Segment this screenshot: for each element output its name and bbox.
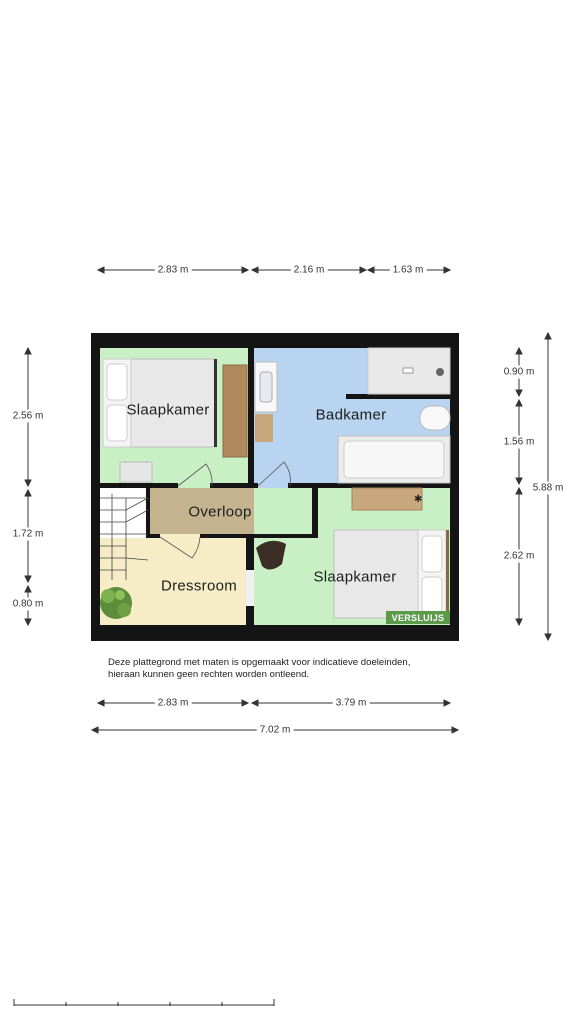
desk	[351, 487, 423, 511]
dim-left-1: 2.56 m	[12, 409, 44, 423]
bed-2	[333, 529, 449, 619]
room-label-dressing-room: Dressroom	[160, 577, 238, 595]
svg-text:✱: ✱	[414, 494, 422, 505]
room-label-bathroom: Badkamer	[315, 406, 387, 424]
wardrobe	[222, 364, 248, 458]
dim-bottom-1: 2.83 m	[154, 697, 192, 709]
dim-top-2: 2.16 m	[290, 264, 328, 276]
room-label-bedroom-2: Slaapkamer	[313, 568, 397, 586]
stairs	[100, 494, 149, 580]
dim-left-3: 0.80 m	[12, 597, 44, 611]
dim-right-2: 1.56 m	[503, 435, 535, 449]
room-label-landing: Overloop	[188, 503, 252, 521]
disclaimer-line-1: Deze plattegrond met maten is opgemaakt …	[108, 657, 411, 668]
dim-right-1: 0.90 m	[503, 365, 535, 379]
dim-total-height: 5.88 m	[532, 481, 564, 495]
dim-total-width: 7.02 m	[256, 724, 294, 736]
bed-1	[102, 358, 217, 448]
dim-left-2: 1.72 m	[12, 527, 44, 541]
dim-right-3: 2.62 m	[503, 549, 535, 563]
dim-bottom-2: 3.79 m	[332, 697, 370, 709]
dim-top-1: 2.83 m	[154, 264, 192, 276]
room-label-bedroom-1: Slaapkamer	[126, 401, 210, 419]
dim-top-3: 1.63 m	[389, 264, 427, 276]
armchair	[256, 540, 286, 570]
scale-bar	[13, 999, 275, 1006]
plant	[100, 587, 132, 619]
disclaimer: Deze plattegrond met maten is opgemaakt …	[108, 657, 468, 681]
toilet	[419, 405, 451, 431]
disclaimer-line-2: hieraan kunnen geen rechten worden ontle…	[108, 669, 310, 680]
brand-badge: VERSLUIJS	[386, 611, 450, 624]
